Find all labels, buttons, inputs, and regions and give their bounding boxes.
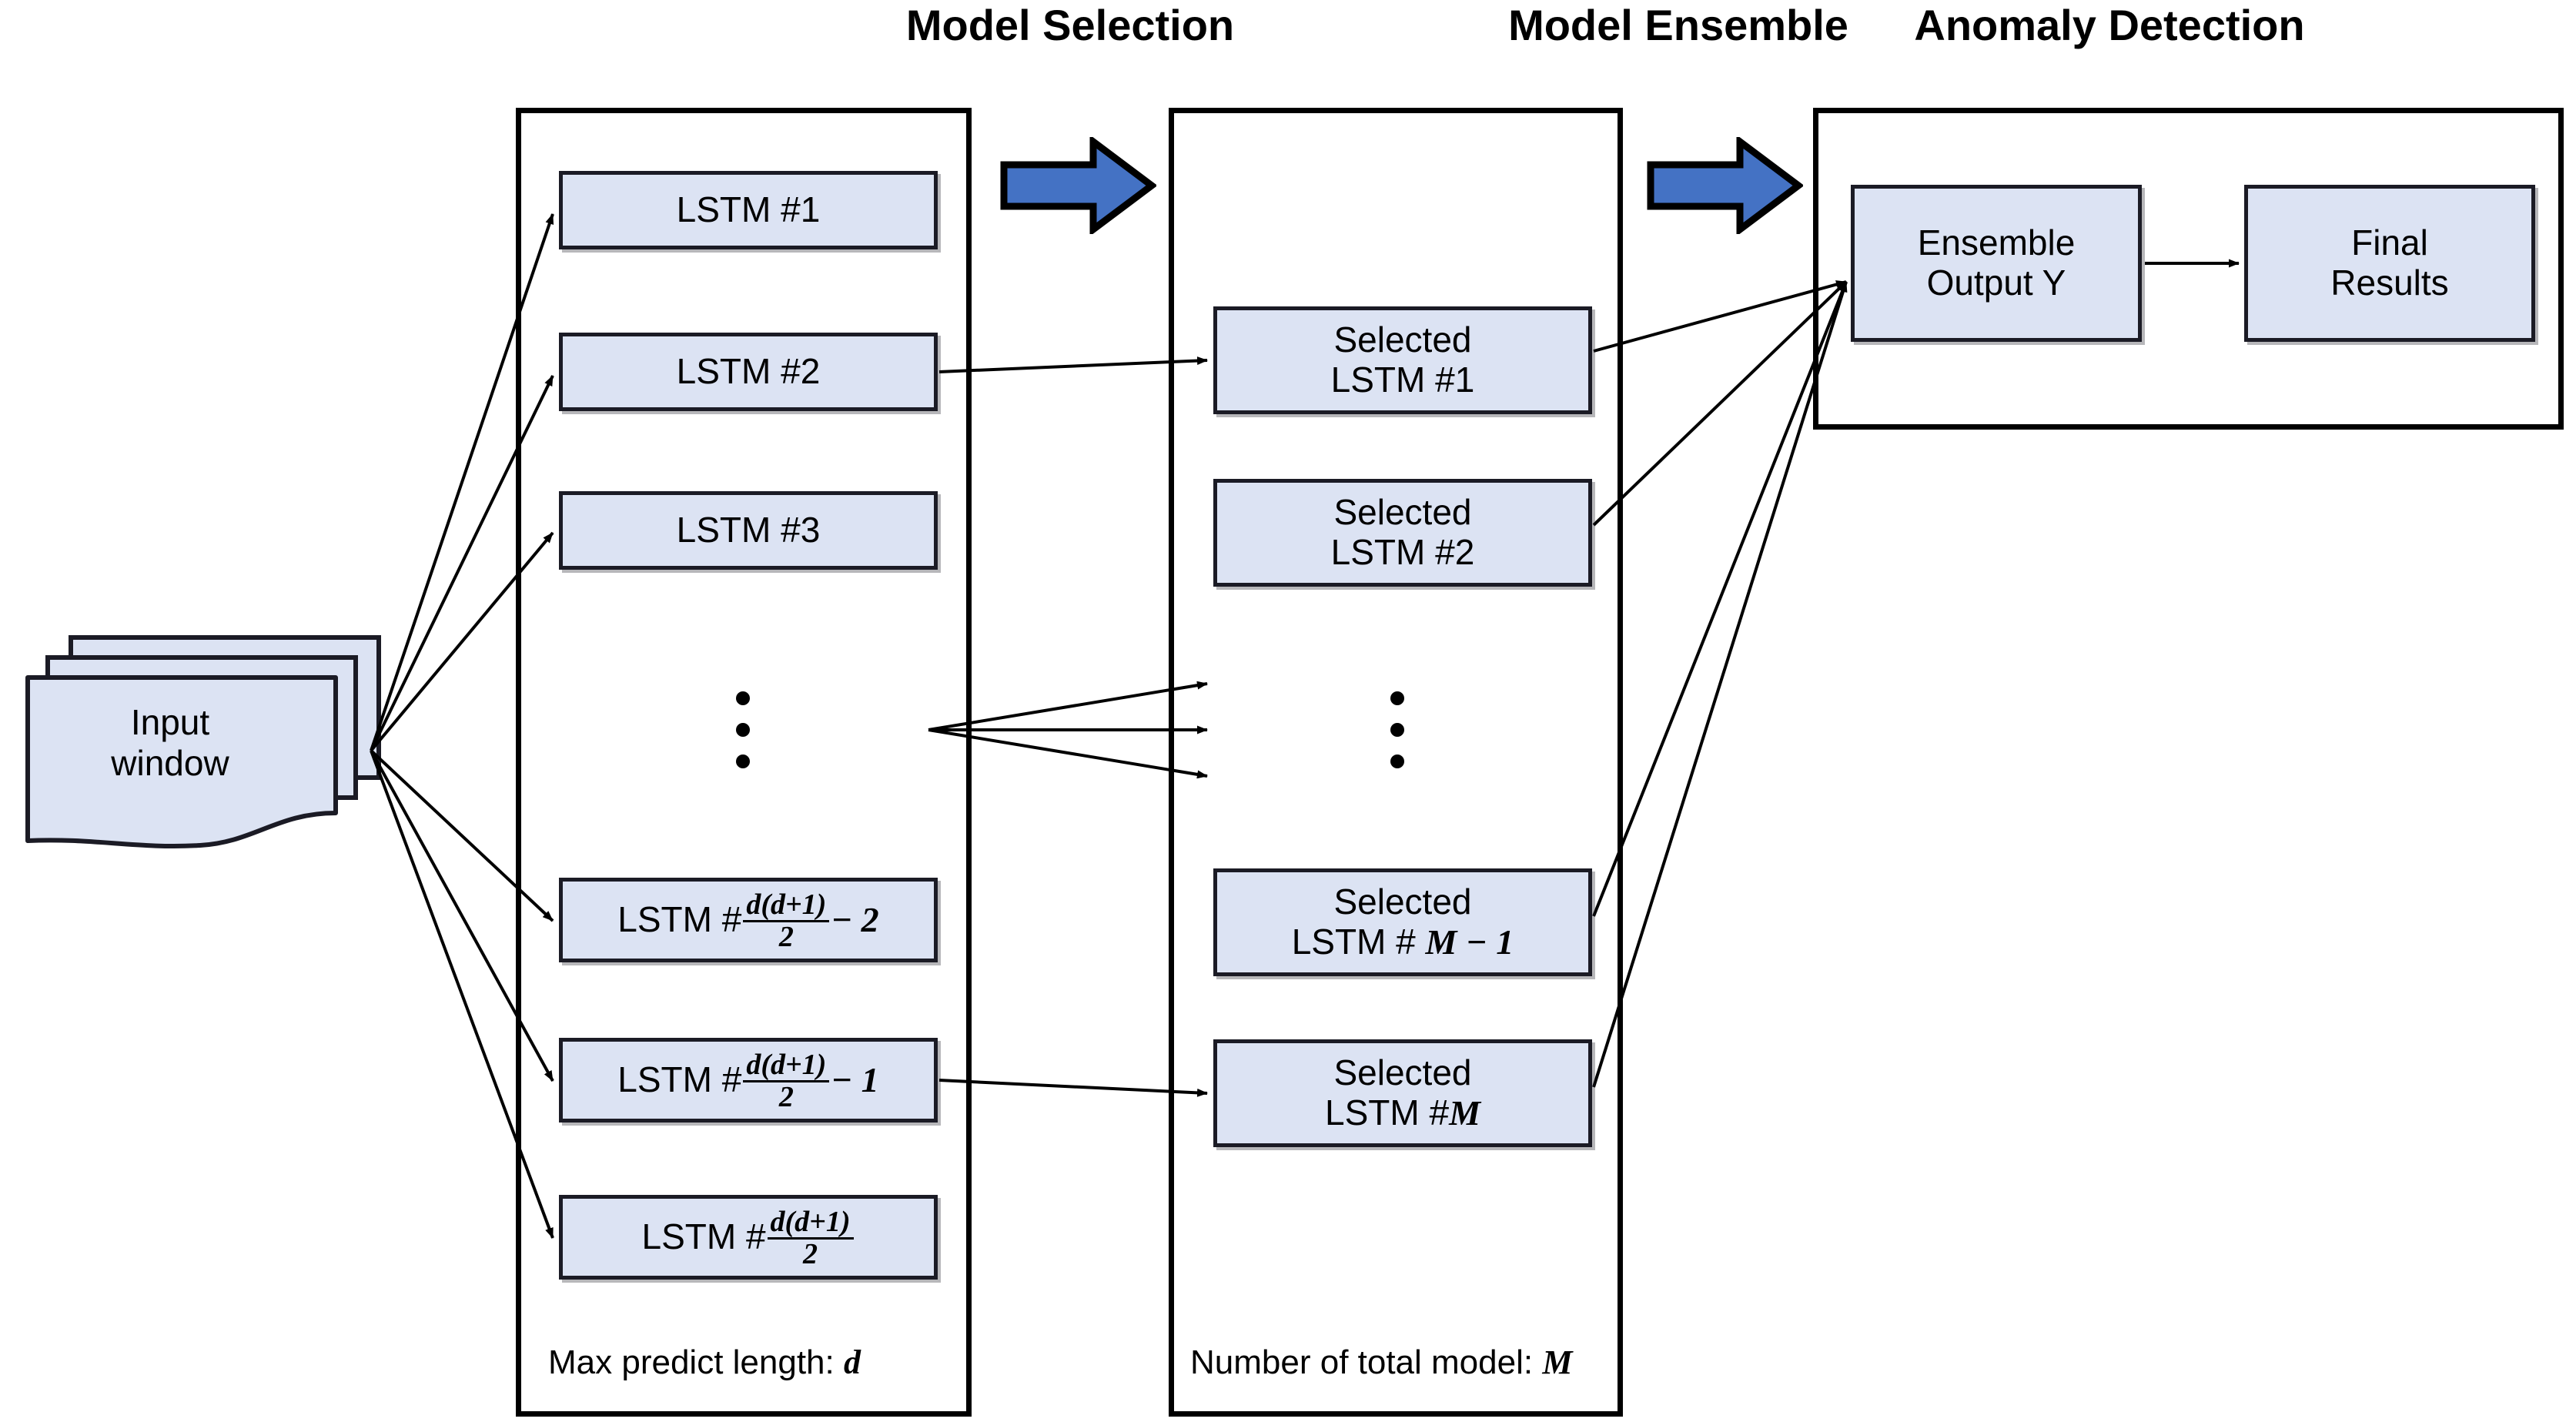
node-ensemble-output-line1: Ensemble (1917, 223, 2076, 263)
input-window-label-line2: window (111, 742, 229, 783)
stage-title-model-ensemble: Model Ensemble (1508, 1, 1848, 49)
fraction-denominator: 2 (743, 919, 830, 952)
node-lstm-n-minus-2-suffix: − 2 (831, 900, 879, 940)
node-selected-lstm-2-line1: Selected (1333, 492, 1472, 533)
node-lstm-n-minus-2-fraction: d(d+1) 2 (743, 888, 830, 952)
node-lstm-n-minus-1-suffix: − 1 (831, 1060, 879, 1100)
candidate-column-ellipsis-icon (736, 691, 750, 768)
candidate-panel-caption: Max predict length: d (548, 1346, 861, 1380)
node-lstm-n[interactable]: LSTM # d(d+1) 2 (559, 1195, 938, 1280)
node-selected-lstm-1-line2: LSTM #1 (1330, 360, 1475, 400)
input-window-shape (25, 635, 381, 849)
node-lstm-n-minus-2-prefix: LSTM # (617, 899, 742, 940)
node-lstm-n-minus-1-prefix: LSTM # (617, 1059, 742, 1100)
node-lstm-2[interactable]: LSTM #2 (559, 333, 938, 411)
stage-title-anomaly-detection: Anomaly Detection (1914, 1, 2305, 49)
node-selected-lstm-2-line2: LSTM #2 (1330, 532, 1475, 572)
fraction-numerator: d(d+1) (746, 888, 827, 921)
selected-panel-caption-var: M (1542, 1343, 1573, 1381)
node-ensemble-output-line2: Output Y (1926, 263, 2066, 303)
node-selected-lstm-1[interactable]: Selected LSTM #1 (1213, 306, 1592, 414)
node-final-results-line1: Final (2351, 223, 2428, 263)
node-ensemble-output[interactable]: Ensemble Output Y (1851, 185, 2142, 342)
edge-lstmn1-to-selectedm (938, 1079, 1208, 1097)
node-lstm-1-label: LSTM #1 (676, 189, 821, 230)
node-final-results[interactable]: Final Results (2244, 185, 2535, 342)
candidate-panel-caption-var: d (843, 1343, 861, 1381)
selected-panel-caption: Number of total model: M (1190, 1346, 1572, 1380)
node-selected-lstm-1-line1: Selected (1333, 320, 1472, 360)
node-lstm-3-label: LSTM #3 (676, 510, 821, 550)
fraction-denominator: 2 (767, 1236, 854, 1270)
edge-lstm2-to-selected1 (938, 356, 1208, 373)
line2-var: M (1425, 922, 1457, 962)
fraction-numerator: d(d+1) (746, 1048, 827, 1081)
selected-panel-caption-text: Number of total model: (1190, 1343, 1543, 1381)
node-selected-lstm-m-minus-1[interactable]: Selected LSTM # M − 1 (1213, 868, 1592, 976)
node-lstm-n-fraction: d(d+1) 2 (767, 1205, 854, 1270)
node-selected-lstm-m-minus-1-line1: Selected (1333, 882, 1472, 922)
node-lstm-2-label: LSTM #2 (676, 351, 821, 392)
line2-prefix: LSTM # (1325, 1092, 1450, 1133)
node-lstm-1[interactable]: LSTM #1 (559, 171, 938, 249)
blue-arrow-selection (1000, 137, 1156, 234)
line2-suffix: − 1 (1457, 922, 1514, 962)
candidate-panel-caption-text: Max predict length: (548, 1343, 844, 1381)
anomaly-detection-panel (1813, 108, 2564, 430)
node-lstm-n-minus-1-fraction: d(d+1) 2 (743, 1048, 830, 1113)
node-selected-lstm-m-line1: Selected (1333, 1052, 1472, 1093)
node-selected-lstm-m-minus-1-line2: LSTM # M − 1 (1292, 922, 1514, 962)
edge-selected-to-ensemble (1592, 280, 1848, 1088)
fraction-denominator: 2 (743, 1079, 830, 1113)
input-window-stack (23, 631, 385, 862)
node-final-results-line2: Results (2330, 263, 2449, 303)
node-lstm-n-minus-1[interactable]: LSTM # d(d+1) 2 − 1 (559, 1038, 938, 1123)
input-window-label-line1: Input (130, 702, 210, 742)
node-selected-lstm-m-line2: LSTM #M (1325, 1092, 1480, 1133)
input-window-label: Input window (28, 702, 313, 784)
line2-prefix: LSTM # (1291, 922, 1426, 962)
selected-column-ellipsis-icon (1390, 691, 1404, 768)
blue-arrow-ensemble (1647, 137, 1803, 234)
stage-title-model-selection: Model Selection (905, 1, 1235, 49)
node-lstm-n-minus-2[interactable]: LSTM # d(d+1) 2 − 2 (559, 878, 938, 962)
node-lstm-3[interactable]: LSTM #3 (559, 491, 938, 570)
node-selected-lstm-m[interactable]: Selected LSTM #M (1213, 1039, 1592, 1147)
node-selected-lstm-2[interactable]: Selected LSTM #2 (1213, 479, 1592, 587)
node-lstm-n-prefix: LSTM # (641, 1216, 766, 1257)
fraction-numerator: d(d+1) (770, 1205, 851, 1238)
line2-var: M (1449, 1093, 1480, 1133)
